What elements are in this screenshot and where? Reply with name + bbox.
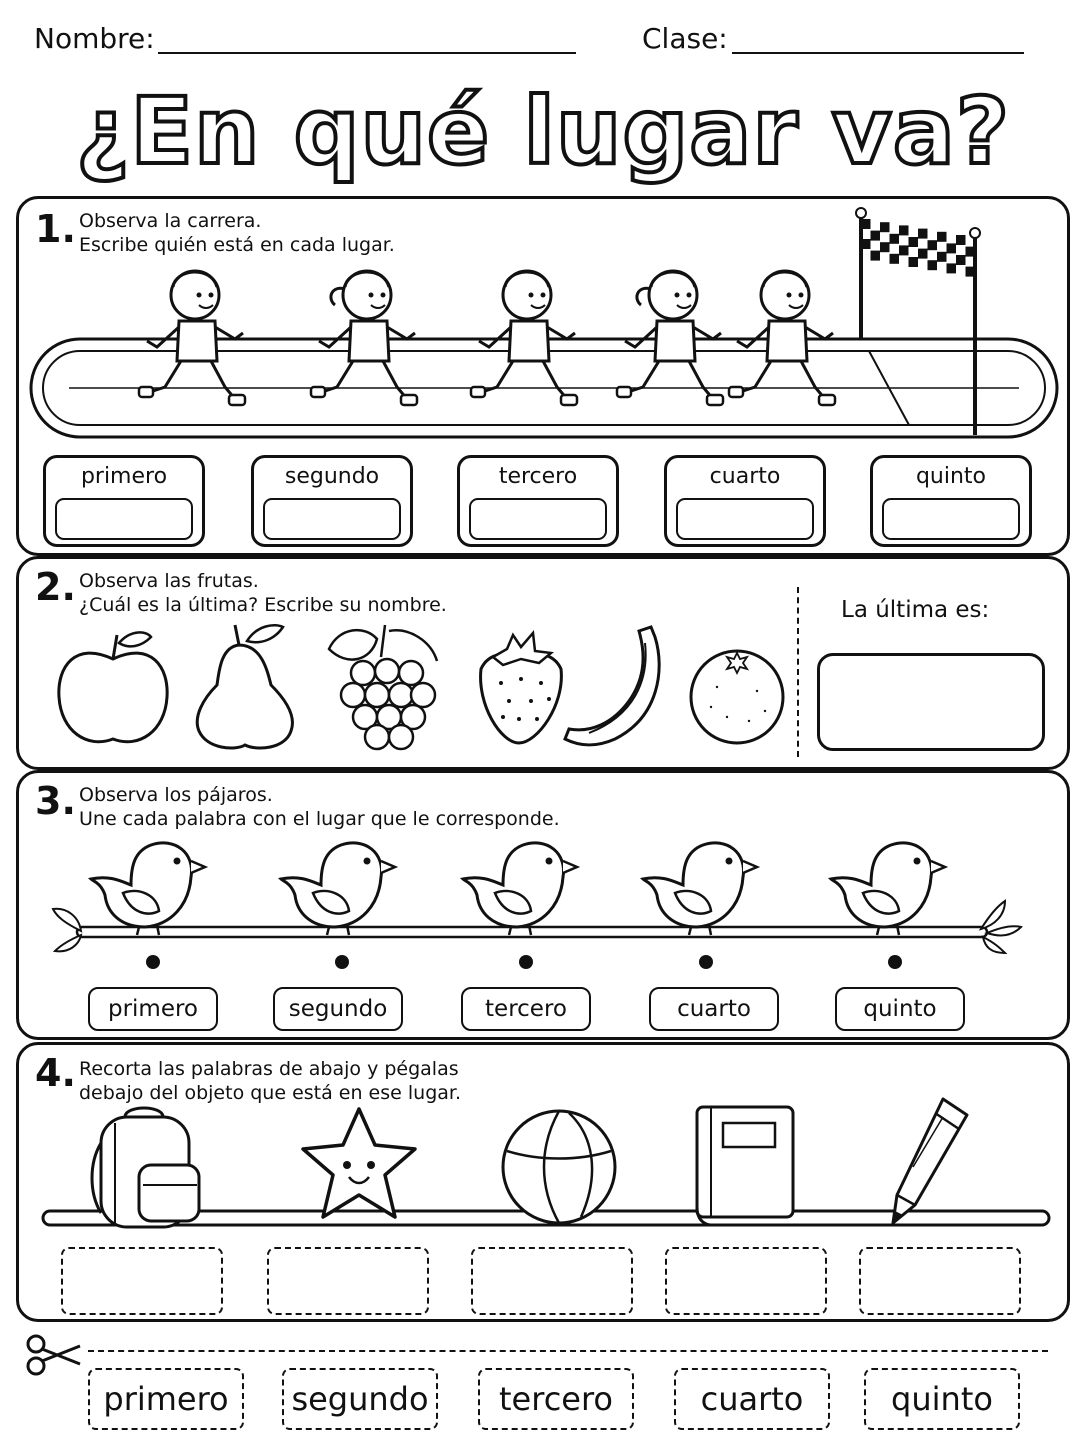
answer-field[interactable] [263, 498, 401, 540]
paste-area-1[interactable] [61, 1247, 223, 1315]
place-box-segundo: segundo [251, 455, 413, 547]
bird-icon [460, 835, 583, 936]
class-input-line[interactable] [732, 52, 1024, 54]
runner-icon [727, 265, 839, 425]
place-box-primero: primero [43, 455, 205, 547]
pencil-icon [891, 1097, 969, 1225]
class-label: Clase: [642, 22, 728, 55]
place-box-quinto: quinto [870, 455, 1032, 547]
answer-field[interactable] [55, 498, 193, 540]
runner-icon [469, 265, 581, 425]
place-label: segundo [284, 464, 380, 489]
match-dot[interactable] [519, 955, 533, 969]
pear-icon [195, 624, 294, 750]
section-race: 1. Observa la carrera. Escribe quién est… [16, 196, 1070, 556]
divider [797, 587, 799, 757]
runner-icon [137, 265, 249, 425]
instruction-line-1: Observa las frutas. [79, 570, 259, 592]
strawberry-icon [479, 630, 563, 745]
instruction-line-2: ¿Cuál es la última? Escribe su nombre. [79, 594, 447, 616]
place-label: cuarto [709, 464, 781, 489]
finish-flag-icon [855, 207, 981, 435]
ball-icon [501, 1109, 617, 1225]
section-number: 3. [35, 779, 76, 823]
cutout-word-cuarto[interactable]: cuarto [674, 1368, 830, 1430]
bird-icon [640, 835, 763, 936]
instruction-line-1: Recorta las palabras de abajo y pégalas [79, 1058, 459, 1080]
apple-icon [57, 631, 169, 744]
runner-icon [309, 265, 421, 425]
section-birds: 3. Observa los pájaros. Une cada palabra… [16, 770, 1070, 1040]
cutout-word-segundo[interactable]: segundo [282, 1368, 438, 1430]
section-number: 4. [35, 1051, 76, 1095]
place-label: quinto [915, 464, 987, 489]
instruction-line-2: Une cada palabra con el lugar que le cor… [79, 808, 560, 830]
runner-icon [615, 265, 727, 425]
paste-area-5[interactable] [859, 1247, 1021, 1315]
instruction-line-1: Observa los pájaros. [79, 784, 273, 806]
scissors-icon [26, 1334, 81, 1376]
orange-icon [689, 649, 785, 745]
name-input-line[interactable] [158, 52, 576, 54]
match-dot[interactable] [335, 955, 349, 969]
bird-icon [278, 835, 401, 936]
grapes-icon [327, 624, 439, 751]
answer-field[interactable] [882, 498, 1020, 540]
banana-icon [563, 625, 661, 747]
paste-area-2[interactable] [267, 1247, 429, 1315]
answer-field[interactable] [817, 653, 1045, 751]
paste-area-3[interactable] [471, 1247, 633, 1315]
instruction-line-1: Observa la carrera. [79, 210, 262, 232]
branch-icon [51, 899, 1023, 955]
section-number: 1. [35, 207, 76, 251]
page-title: ¿En qué lugar va? [74, 76, 1011, 187]
cut-line [88, 1350, 1048, 1352]
cutout-word-quinto[interactable]: quinto [864, 1368, 1020, 1430]
instruction-line-2: debajo del objeto que está en ese lugar. [79, 1082, 462, 1104]
section-number: 2. [35, 565, 76, 609]
word-pill-quinto[interactable]: quinto [835, 987, 965, 1031]
instruction-line-2: Escribe quién está en cada lugar. [79, 234, 395, 256]
match-dot[interactable] [146, 955, 160, 969]
word-pill-primero[interactable]: primero [88, 987, 218, 1031]
match-dot[interactable] [888, 955, 902, 969]
place-box-tercero: tercero [457, 455, 619, 547]
section-objects: 4. Recorta las palabras de abajo y pégal… [16, 1042, 1070, 1322]
answer-field[interactable] [469, 498, 607, 540]
place-label: tercero [498, 464, 578, 489]
name-label: Nombre: [34, 22, 155, 55]
bird-icon [88, 835, 211, 936]
word-pill-tercero[interactable]: tercero [461, 987, 591, 1031]
cutout-word-tercero[interactable]: tercero [478, 1368, 634, 1430]
book-icon [695, 1105, 795, 1227]
answer-label: La última es: [841, 597, 990, 623]
star-icon [301, 1107, 417, 1219]
answer-field[interactable] [676, 498, 814, 540]
backpack-icon [90, 1106, 201, 1229]
place-box-cuarto: cuarto [664, 455, 826, 547]
cutout-word-primero[interactable]: primero [88, 1368, 244, 1430]
match-dot[interactable] [699, 955, 713, 969]
place-label: primero [80, 464, 168, 489]
section-fruits: 2. Observa las frutas. ¿Cuál es la últim… [16, 556, 1070, 770]
word-pill-cuarto[interactable]: cuarto [649, 987, 779, 1031]
paste-area-4[interactable] [665, 1247, 827, 1315]
word-pill-segundo[interactable]: segundo [273, 987, 403, 1031]
bird-icon [828, 835, 951, 936]
